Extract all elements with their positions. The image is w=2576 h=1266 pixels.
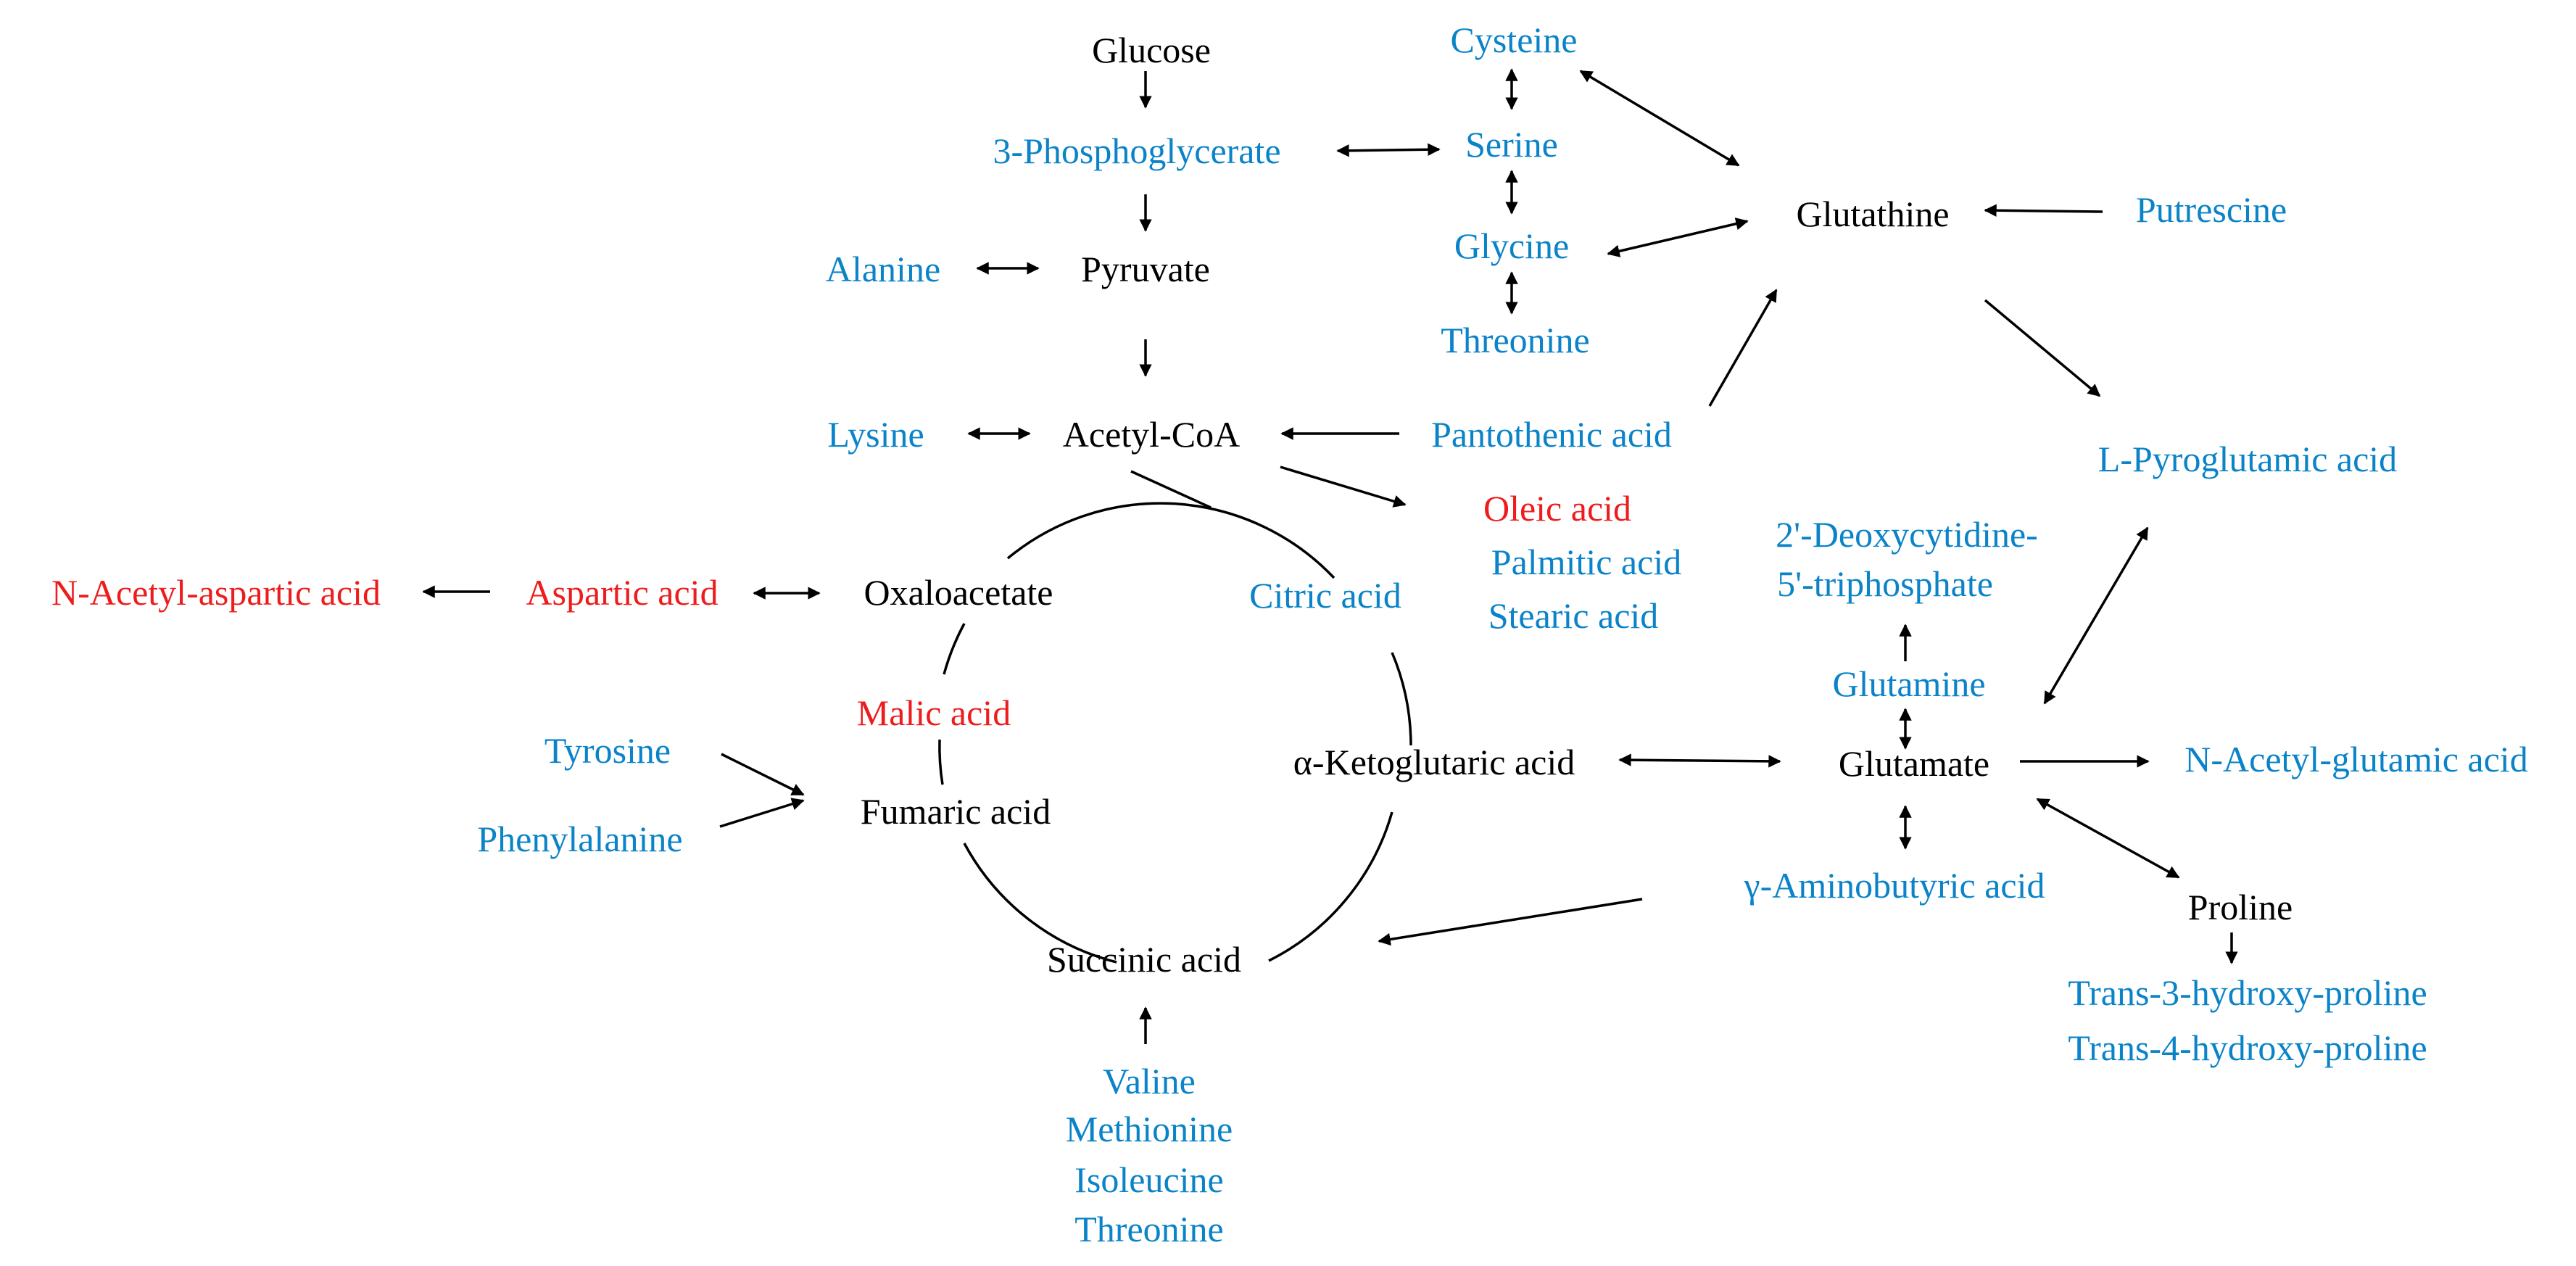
arrow-glutamate-proline <box>2036 798 2180 879</box>
arrow-phosphoglycerate-serine <box>1336 143 1441 157</box>
arrow-glutathine-to-pyroglutamic <box>1984 299 2101 397</box>
label-acetyl-coa: Acetyl-CoA <box>1063 414 1240 455</box>
label-cysteine: Cysteine <box>1451 20 1578 60</box>
label-l-pyroglutamic-acid: L-Pyroglutamic acid <box>2098 439 2397 479</box>
label-lysine: Lysine <box>827 414 924 455</box>
label-aspartic-acid: Aspartic acid <box>526 572 718 613</box>
label-citric-acid: Citric acid <box>1249 575 1401 616</box>
label-gamma-aminobutyric-acid: γ-Aminobutyric acid <box>1743 865 2045 906</box>
label-trans-3-hydroxy-proline: Trans-3-hydroxy-proline <box>2068 972 2427 1013</box>
metabolite-labels: Glucose 3-Phosphoglycerate Pyruvate Alan… <box>51 20 2528 1249</box>
arrow-gaba-to-succinic <box>1378 898 1643 946</box>
arrow-acetylcoa-to-fatty-acids <box>1280 466 1407 508</box>
label-3-phosphoglycerate: 3-Phosphoglycerate <box>993 131 1280 171</box>
label-n-acetyl-aspartic-acid: N-Acetyl-aspartic acid <box>51 572 381 613</box>
label-alpha-ketoglutaric-acid: α-Ketoglutaric acid <box>1293 742 1575 782</box>
label-glutamine: Glutamine <box>1832 663 1985 704</box>
tca-cycle <box>938 470 1412 964</box>
label-fumaric-acid: Fumaric acid <box>861 791 1051 832</box>
cycle-arc-citric-to-ketoglutarate <box>1391 652 1412 746</box>
label-alanine: Alanine <box>826 249 940 289</box>
label-glutathine: Glutathine <box>1796 194 1949 234</box>
label-succinic-acid: Succinic acid <box>1047 939 1241 980</box>
label-deoxycytidine-line2: 5'-triphosphate <box>1777 563 1993 604</box>
label-glycine: Glycine <box>1454 226 1569 266</box>
arrow-phenylalanine-to-fumaric <box>719 798 805 828</box>
label-deoxycytidine-line1: 2'-Deoxycytidine- <box>1776 514 2038 555</box>
label-n-acetyl-glutamic-acid: N-Acetyl-glutamic acid <box>2184 739 2527 779</box>
label-serine: Serine <box>1465 124 1558 165</box>
label-putrescine: Putrescine <box>2136 189 2287 230</box>
label-glutamate: Glutamate <box>1839 743 1989 784</box>
label-proline: Proline <box>2188 887 2293 927</box>
label-palmitic-acid: Palmitic acid <box>1491 542 1681 582</box>
cycle-arc-malic-to-oxaloacetate <box>943 623 966 675</box>
arrow-glycine-glutathine <box>1607 218 1749 257</box>
cycle-arc-acetylcoa-to-citric <box>1006 502 1335 579</box>
arrow-putrescine-to-glutathine <box>1984 204 2103 217</box>
arrow-glutamate-pyroglutamic <box>2043 526 2149 705</box>
arrow-ketoglutarate-glutamate <box>1618 753 1781 768</box>
label-glucose: Glucose <box>1092 30 1211 70</box>
label-oxaloacetate: Oxaloacetate <box>864 572 1053 613</box>
cycle-arc-ketoglutarate-to-succinic <box>1268 811 1393 962</box>
label-stearic-acid: Stearic acid <box>1488 595 1659 636</box>
label-valine: Valine <box>1103 1061 1196 1101</box>
arrow-pantothenic-to-glutathine <box>1708 289 1778 407</box>
label-phenylalanine: Phenylalanine <box>477 819 682 859</box>
label-threonine-bottom: Threonine <box>1074 1209 1223 1249</box>
pathway-arrows <box>422 68 2238 1044</box>
arrow-cysteine-glutathine <box>1579 70 1740 167</box>
label-pantothenic-acid: Pantothenic acid <box>1431 414 1672 455</box>
connector-acetylcoa-to-cycle <box>1130 470 1212 509</box>
label-trans-4-hydroxy-proline: Trans-4-hydroxy-proline <box>2068 1027 2427 1068</box>
cycle-arc-fumaric-to-malic <box>938 739 944 785</box>
label-oleic-acid: Oleic acid <box>1483 488 1631 529</box>
label-tyrosine: Tyrosine <box>544 730 671 771</box>
label-malic-acid: Malic acid <box>857 692 1011 733</box>
label-isoleucine: Isoleucine <box>1074 1159 1223 1200</box>
label-pyruvate: Pyruvate <box>1081 249 1210 289</box>
arrow-tyrosine-to-fumaric <box>721 753 805 796</box>
cycle-arc-succinic-to-fumaric <box>963 843 1117 964</box>
label-methionine: Methionine <box>1066 1109 1233 1149</box>
label-threonine-top: Threonine <box>1441 320 1589 360</box>
